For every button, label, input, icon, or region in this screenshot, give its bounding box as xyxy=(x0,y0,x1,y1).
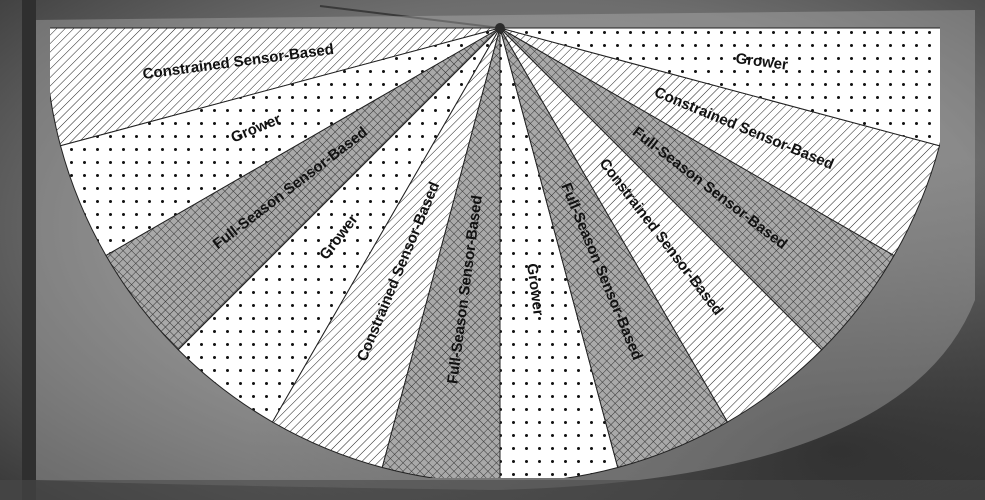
left-post xyxy=(22,0,36,500)
center-pivot-marker xyxy=(495,23,505,33)
bottom-edge xyxy=(0,480,985,500)
